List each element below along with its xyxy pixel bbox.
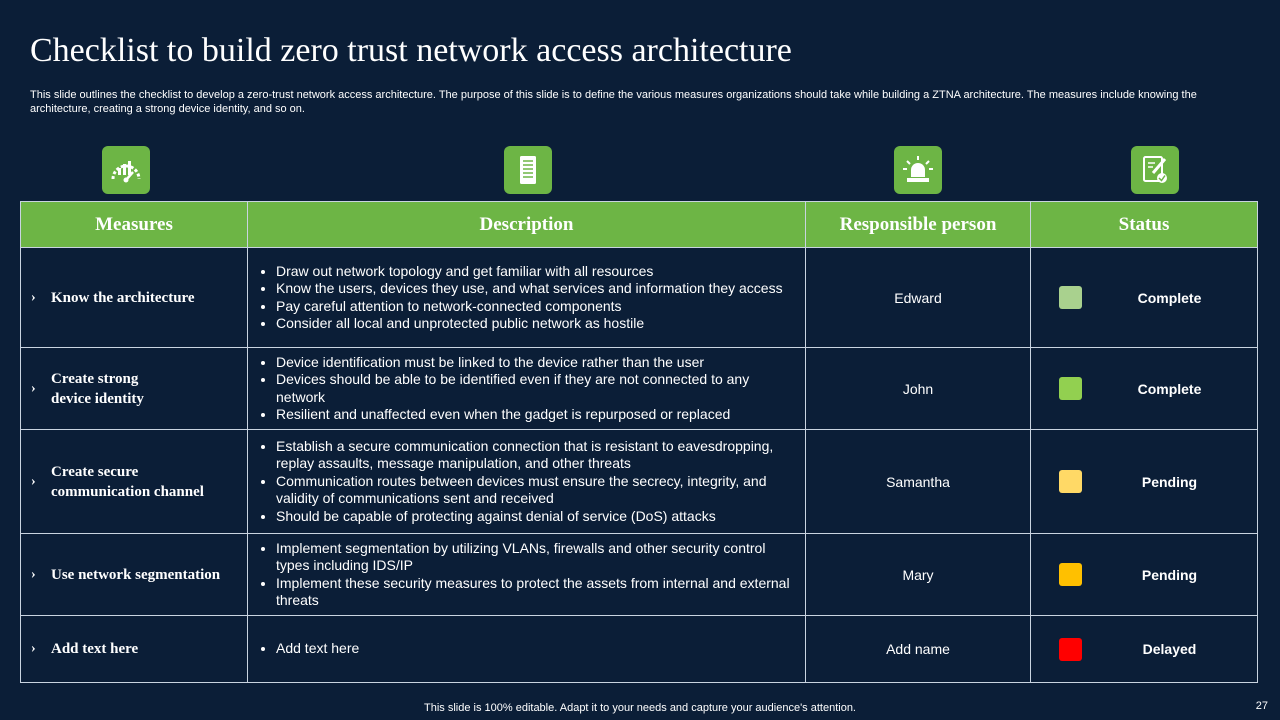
chevron-right-icon: › bbox=[31, 473, 36, 489]
person-cell: John bbox=[805, 347, 1031, 430]
status-swatch bbox=[1059, 286, 1082, 309]
header-status: Status bbox=[1030, 201, 1258, 248]
measure-cell: › Create strong device identity bbox=[20, 347, 248, 430]
status-label: Delayed bbox=[1142, 641, 1197, 657]
description-item: Implement segmentation by utilizing VLAN… bbox=[276, 540, 797, 575]
description-item: Pay careful attention to network-connect… bbox=[276, 298, 797, 316]
measure-text: Know the architecture bbox=[51, 289, 195, 306]
description-cell: Draw out network topology and get famili… bbox=[247, 247, 806, 348]
measure-text: Add text here bbox=[51, 641, 139, 657]
edit-note-icon bbox=[1143, 156, 1167, 183]
measure-text: Create secure communication channel bbox=[51, 463, 204, 500]
page-number: 27 bbox=[1255, 700, 1268, 712]
checklist-table: Measures Description Responsible person … bbox=[20, 201, 1258, 683]
document-server-icon bbox=[520, 156, 536, 184]
person-cell: Mary bbox=[805, 533, 1031, 616]
person-cell: Samantha bbox=[805, 429, 1031, 534]
description-item: Establish a secure communication connect… bbox=[276, 438, 797, 473]
description-item: Add text here bbox=[276, 640, 797, 658]
chevron-right-icon: › bbox=[31, 380, 36, 396]
status-swatch bbox=[1059, 563, 1082, 586]
slide-subtitle: This slide outlines the checklist to dev… bbox=[30, 89, 1197, 115]
status-label: Pending bbox=[1141, 566, 1198, 583]
measure-text: Create strong device identity bbox=[51, 370, 144, 407]
table-row: › Add text here Add text here Add name De… bbox=[20, 615, 1258, 683]
measure-cell: › Use network segmentation bbox=[20, 533, 248, 616]
measure-cell: › Add text here bbox=[20, 615, 248, 683]
description-item: Devices should be able to be identified … bbox=[276, 371, 797, 406]
description-item: Consider all local and unprotected publi… bbox=[276, 315, 797, 333]
table-row: › Use network segmentation Implement segm… bbox=[20, 533, 1258, 616]
table-header-row: Measures Description Responsible person … bbox=[20, 201, 1258, 248]
description-item: Should be capable of protecting against … bbox=[276, 508, 797, 526]
alarm-siren-icon-box bbox=[894, 146, 942, 194]
chevron-right-icon: › bbox=[31, 641, 36, 656]
document-server-icon-box bbox=[504, 146, 552, 194]
chevron-right-icon: › bbox=[31, 566, 36, 582]
description-item: Communication routes between devices mus… bbox=[276, 473, 797, 508]
slide-title: Checklist to build zero trust network ac… bbox=[30, 32, 792, 69]
measure-text: Use network segmentation bbox=[51, 566, 221, 583]
description-cell: Implement segmentation by utilizing VLAN… bbox=[247, 533, 806, 616]
status-cell: Pending bbox=[1030, 533, 1258, 616]
header-responsible-person: Responsible person bbox=[805, 201, 1031, 248]
table-row: › Create secure communication channel Est… bbox=[20, 429, 1258, 534]
table-row: › Know the architecture Draw out network … bbox=[20, 247, 1258, 348]
alarm-siren-icon bbox=[903, 156, 933, 182]
status-label: Complete bbox=[1137, 289, 1202, 306]
person-cell: Add name bbox=[805, 615, 1031, 683]
description-item: Resilient and unaffected even when the g… bbox=[276, 406, 797, 424]
speedometer-icon-box bbox=[102, 146, 150, 194]
status-label: Pending bbox=[1141, 473, 1198, 490]
chevron-right-icon: › bbox=[31, 289, 36, 305]
status-cell: Delayed bbox=[1030, 615, 1258, 683]
description-cell: Device identification must be linked to … bbox=[247, 347, 806, 430]
status-swatch bbox=[1059, 470, 1082, 493]
status-label: Complete bbox=[1137, 380, 1202, 397]
status-swatch bbox=[1059, 377, 1082, 400]
table-row: › Create strong device identity Device id… bbox=[20, 347, 1258, 430]
description-item: Implement these security measures to pro… bbox=[276, 575, 797, 610]
status-cell: Pending bbox=[1030, 429, 1258, 534]
measure-cell: › Create secure communication channel bbox=[20, 429, 248, 534]
speedometer-icon bbox=[111, 161, 141, 183]
description-item: Draw out network topology and get famili… bbox=[276, 263, 797, 281]
description-item: Device identification must be linked to … bbox=[276, 354, 797, 372]
slide-footer: This slide is 100% editable. Adapt it to… bbox=[424, 702, 856, 714]
status-cell: Complete bbox=[1030, 347, 1258, 430]
header-measures: Measures bbox=[20, 201, 248, 248]
description-cell: Add text here bbox=[247, 615, 806, 683]
edit-note-icon-box bbox=[1131, 146, 1179, 194]
status-swatch bbox=[1059, 637, 1082, 661]
measure-cell: › Know the architecture bbox=[20, 247, 248, 348]
person-cell: Edward bbox=[805, 247, 1031, 348]
header-description: Description bbox=[247, 201, 806, 248]
status-cell: Complete bbox=[1030, 247, 1258, 348]
description-cell: Establish a secure communication connect… bbox=[247, 429, 806, 534]
description-item: Know the users, devices they use, and wh… bbox=[276, 280, 797, 298]
